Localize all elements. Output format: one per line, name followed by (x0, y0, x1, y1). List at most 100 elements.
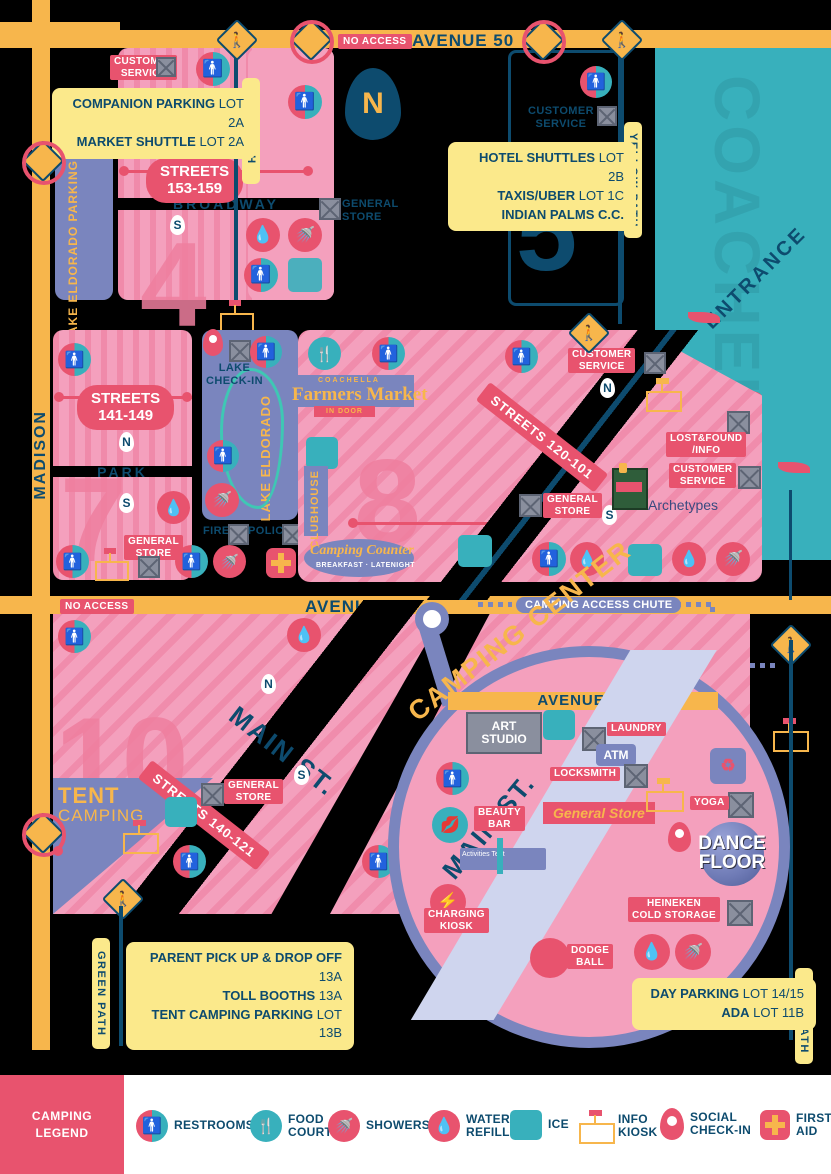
water-drop-glyph: 💧 (294, 627, 314, 644)
north-drop-letter: N (362, 87, 384, 120)
showers-icon-z8: 🚿 (716, 542, 750, 576)
cs-line1: CUSTOMER (114, 56, 174, 67)
info-bold: TENT CAMPING PARKING (151, 1006, 314, 1022)
legend-item-water-refill: 💧 WATER REFILL (428, 1110, 510, 1142)
showers-icon: 🚿 (328, 1110, 360, 1142)
info-line: DAY PARKING LOT 14/15 (644, 985, 804, 1004)
cc-general-store: General Store (543, 802, 655, 824)
water-refill-icon-z8b: 💧 (672, 542, 706, 576)
leg-l2: CHECK-IN (690, 1123, 752, 1137)
ice-icon-z10 (165, 797, 197, 827)
ice-icon-z8 (306, 437, 338, 469)
customer-service-icon-mid (644, 352, 666, 374)
streets-pill-top: STREETS (91, 390, 161, 407)
legend-label: SOCIAL CHECK-IN (690, 1109, 752, 1137)
customer-service-label-mid: CUSTOMER SERVICE (568, 348, 636, 373)
restrooms-icon-lake-b: 🚹 (207, 440, 239, 472)
info-light: LOT 14/15 (742, 986, 804, 1001)
fire-label: FIRE (203, 525, 230, 537)
water-drop-glyph: 💧 (641, 942, 663, 961)
gs-line2: STORE (554, 505, 591, 517)
restroom-glyph: 🚹 (213, 448, 233, 465)
db-line1: DODGE (571, 945, 610, 956)
info-light: 13A (318, 987, 342, 1003)
showers-icon-lake: 🚿 (205, 483, 239, 517)
lake-shape (220, 368, 284, 509)
activities-tent-pole (497, 838, 503, 874)
ck-line1: CHARGING (428, 909, 485, 920)
customer-service-icon-z4 (156, 57, 176, 77)
info-kiosk-icon-cc (645, 778, 684, 812)
db-line2: BALL (576, 956, 605, 968)
customer-service-icon-z5 (597, 106, 617, 126)
restroom-glyph: 🚹 (294, 92, 316, 111)
leg-l2: AID (796, 1124, 818, 1138)
ck-line2: KIOSK (439, 920, 473, 932)
info-box-dayparking: DAY PARKING LOT 14/15 ADA LOT 11B (632, 978, 816, 1030)
info-bold: HOTEL SHUTTLES (479, 150, 596, 165)
gs-line1: GENERAL (547, 494, 598, 505)
lf-line2: /INFO (692, 444, 721, 456)
no-camping-ring-2 (522, 20, 566, 64)
water-drop-glyph: 💧 (252, 225, 274, 244)
info-line: TAXIS/UBER LOT 1C (460, 187, 624, 206)
legend-item-info-kiosk: INFO KIOSK (578, 1110, 658, 1144)
park-label: PARK (97, 463, 148, 480)
info-bold: ADA (721, 1004, 750, 1020)
general-store-label-z8: GENERAL STORE (543, 493, 602, 518)
shower-glyph: 🚿 (295, 227, 315, 244)
restroom-glyph: 🚹 (64, 351, 85, 369)
lake-eldorado-parking-block (55, 145, 113, 300)
info-line: MARKET SHUTTLE LOT 2A (64, 133, 244, 152)
restrooms-icon-cc: 🚹 (436, 762, 469, 795)
lf-line1: LOST&FOUND (670, 433, 743, 444)
recycle-icon-cc: ♻ (710, 748, 746, 784)
green-path-line (119, 906, 123, 1046)
north-mark-z8: N (600, 378, 615, 398)
no-camping-ring-1 (290, 20, 334, 64)
restrooms-icon-z7a: 🚹 (58, 343, 91, 376)
shower-glyph: 🚿 (723, 551, 743, 568)
farmers-market-ribbon: IN DOOR (314, 406, 375, 417)
red-path-line (234, 34, 238, 304)
df-line2: FLOOR (698, 852, 766, 873)
bb-line2: BAR (488, 818, 511, 830)
legend-label: RESTROOMS (174, 1119, 254, 1132)
leg-l2: REFILL (466, 1125, 510, 1139)
customer-service-icon-east (738, 466, 761, 489)
shower-glyph: 🚿 (220, 553, 239, 571)
lake-store-icon (229, 340, 251, 362)
info-light: LOT 13B (316, 1006, 342, 1041)
info-light: LOT 2A (199, 133, 244, 149)
water-drop-glyph: 💧 (434, 1118, 454, 1135)
dance-floor-label: DANCE FLOOR (695, 834, 769, 872)
info-bold: TOLL BOOTHS (222, 987, 316, 1003)
restroom-glyph: 🚹 (539, 551, 559, 568)
restroom-glyph: 🚹 (511, 348, 532, 366)
legend-label: WATER REFILL (466, 1112, 510, 1139)
streets-140-line (60, 770, 63, 773)
info-kiosk-icon-z7 (94, 548, 129, 581)
leg-l1: ICE (548, 1117, 569, 1132)
leg-l1: RESTROOMS (174, 1118, 255, 1133)
gs-line1: GENERAL (228, 780, 279, 791)
showers-icon-cc: 🚿 (675, 934, 711, 970)
fire-icon (228, 524, 249, 545)
archetypes-icon (612, 463, 648, 510)
restrooms-icon-z4a: 🚹 (196, 52, 230, 86)
gs-line2: STORE (235, 791, 272, 803)
yoga-label: YOGA (690, 796, 729, 810)
water-refill-icon-z8a: 💧 (570, 542, 604, 576)
streets-pill-num: 153-159 (167, 180, 223, 198)
restroom-glyph: 🚹 (250, 265, 272, 284)
utensils-glyph: 🍴 (256, 1118, 276, 1135)
water-refill-icon-z10: 💧 (287, 618, 321, 652)
info-line: COMPANION PARKING LOT 2A (64, 95, 244, 133)
info-box-lot2b: HOTEL SHUTTLES LOT 2B TAXIS/UBER LOT 1C … (448, 142, 636, 232)
leg-l1: SOCIAL (690, 1109, 738, 1124)
madison-road-top-stub (0, 22, 120, 36)
info-bold: PARENT PICK UP & DROP OFF (149, 950, 342, 965)
restrooms-icon-z8b: 🚹 (505, 340, 538, 373)
north-mark-z10: N (261, 674, 276, 694)
dodge-ball-icon (530, 938, 570, 978)
